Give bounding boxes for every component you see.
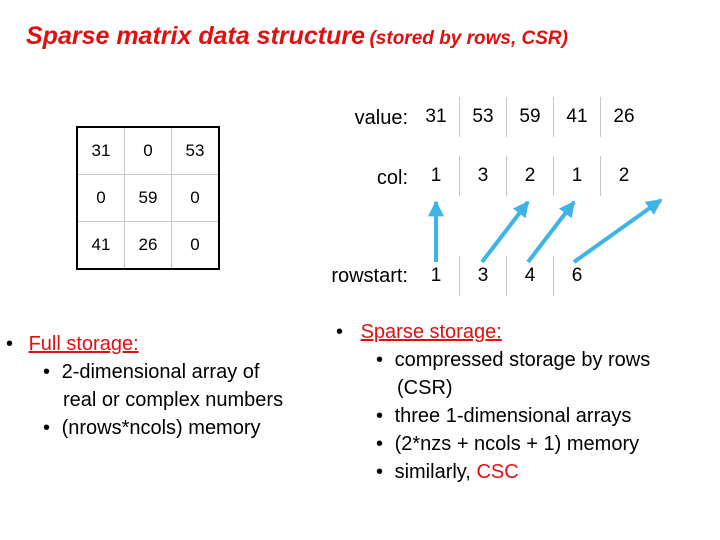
title-subtitle: (stored by rows, CSR): [369, 28, 568, 49]
col-label: col:: [376, 167, 408, 189]
matrix-row: 31 0 53: [76, 126, 220, 175]
full-storage-item-continued: real or complex numbers: [63, 389, 284, 411]
value-cell: 53: [459, 97, 507, 137]
bullet-icon: •: [376, 405, 384, 427]
col-array: 1 3 2 1 2: [413, 156, 647, 196]
matrix-cell: 59: [124, 174, 172, 222]
bullet-icon: •: [376, 461, 384, 483]
sparse-storage-list: • Sparse storage: • compressed storage b…: [336, 318, 650, 486]
slide-title: Sparse matrix data structure (stored by …: [26, 22, 568, 51]
full-storage-item: (nrows*ncols) memory: [61, 417, 261, 439]
col-cell: 1: [553, 156, 601, 196]
matrix-row: 0 59 0: [76, 174, 220, 222]
col-cell: 2: [600, 156, 647, 196]
sparse-storage-item: three 1-dimensional arrays: [394, 405, 632, 427]
value-cell: 31: [425, 106, 447, 127]
matrix-cell: 0: [124, 126, 172, 175]
matrix-cell: 53: [171, 126, 220, 175]
pointer-arrow: [526, 200, 576, 264]
col-cell: 2: [506, 156, 554, 196]
sparse-storage-item-continued: (CSR): [397, 377, 453, 399]
sparse-storage-item: (2*nzs + ncols + 1) memory: [394, 433, 640, 455]
bullet-icon: •: [376, 349, 384, 371]
csc-term: CSC: [476, 461, 519, 483]
rowstart-cell: 1: [430, 265, 442, 286]
bullet-icon: •: [43, 417, 51, 439]
value-label: value:: [354, 107, 408, 129]
matrix-row: 41 26 0: [76, 221, 220, 270]
value-array: 31 53 59 41 26: [413, 97, 647, 137]
sparse-storage-heading: Sparse storage:: [360, 321, 502, 343]
rowstart-label: rowstart:: [331, 265, 408, 287]
full-storage-list: • Full storage: • 2-dimensional array of…: [6, 330, 283, 442]
value-cell: 26: [600, 97, 647, 137]
rowstart-cell: 3: [459, 256, 507, 296]
value-cell: 59: [506, 97, 554, 137]
bullet-icon: •: [336, 321, 344, 343]
matrix-cell: 26: [124, 221, 172, 270]
bullet-icon: •: [43, 361, 51, 383]
title-main: Sparse matrix data structure: [26, 22, 366, 50]
matrix-cell: 41: [76, 221, 125, 270]
full-storage-item: 2-dimensional array of: [61, 361, 260, 383]
matrix-cell: 0: [171, 174, 220, 222]
pointer-arrow: [480, 200, 530, 264]
sparse-storage-item: similarly,: [394, 461, 471, 483]
dense-matrix: 31 0 53 0 59 0 41 26 0: [76, 126, 220, 270]
value-cell: 41: [553, 97, 601, 137]
full-storage-heading: Full storage:: [28, 333, 139, 355]
col-cell: 3: [459, 156, 507, 196]
bullet-icon: •: [376, 433, 384, 455]
col-cell: 1: [430, 165, 442, 186]
pointer-arrow: [572, 198, 663, 264]
bullet-icon: •: [6, 333, 14, 355]
matrix-cell: 0: [171, 221, 220, 270]
sparse-storage-item: compressed storage by rows: [394, 349, 651, 371]
